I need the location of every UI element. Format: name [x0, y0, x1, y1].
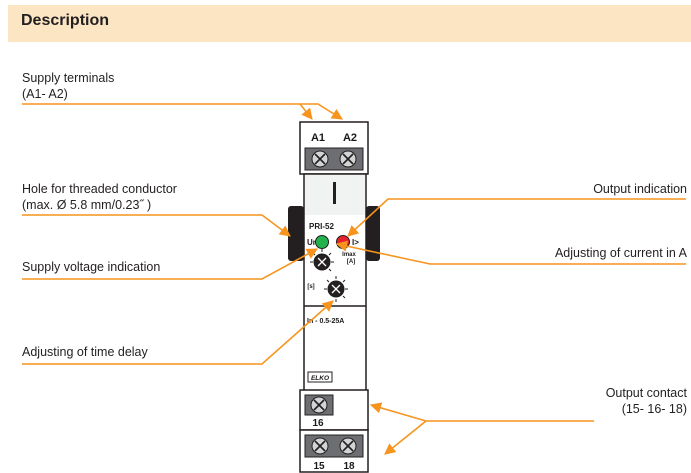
label-supply-terminals: Supply terminals (A1- A2) [22, 70, 114, 102]
led-green-icon [315, 235, 329, 249]
label-output-contact-line1: Output contact [605, 386, 687, 400]
dial2-unit: [s] [307, 284, 314, 290]
din-clip-left [288, 206, 304, 261]
label-hole-conductor: Hole for threaded conductor (max. Ø 5.8 … [22, 181, 177, 213]
leader-current [335, 240, 686, 265]
label-output-contact: Output contact (15- 16- 18) [606, 385, 687, 417]
terminal-16-label: 16 [312, 418, 324, 429]
terminal-15-label: 15 [313, 461, 325, 472]
label-time-delay: Adjusting of time delay [22, 345, 148, 359]
label-supply-voltage: Supply voltage indication [22, 260, 161, 274]
led-un-label: Un [307, 238, 318, 247]
section-title: Description [21, 12, 110, 29]
screw-icon [339, 437, 357, 455]
indicator-slot [333, 182, 336, 204]
relay-device: A1 A2 PRI-52 Un I> Imax [A] [288, 121, 380, 473]
label-hole-conductor-line2: (max. Ø 5.8 mm/0.23˝ ) [22, 198, 152, 212]
leader-output-indication [347, 198, 686, 237]
model-label: PRI-52 [309, 222, 334, 231]
screw-icon [339, 150, 357, 168]
label-current-adjust: Adjusting of current in A [554, 246, 687, 260]
dial1-unit-bottom: [A] [347, 259, 355, 265]
screw-icon [311, 150, 329, 168]
screw-icon [310, 396, 328, 414]
label-output-indication: Output indication [593, 182, 687, 196]
led-i-label: I> [352, 238, 359, 247]
brand-logo [307, 371, 333, 383]
time-dial: [s] [307, 276, 348, 302]
leader-lines [22, 103, 686, 455]
leader-supply-voltage [22, 248, 318, 280]
terminal-18-label: 18 [343, 461, 355, 472]
label-supply-terminals-line1: Supply terminals [22, 71, 115, 85]
din-clip-right [366, 206, 380, 261]
leader-time-delay [22, 300, 334, 365]
screw-icon [311, 437, 329, 455]
section-header: Description [8, 5, 691, 42]
range-label: In - 0.5-25A [307, 318, 344, 325]
dial1-unit-top: Imax [342, 252, 356, 258]
leader-hole [22, 214, 291, 237]
terminal-a2-label: A2 [343, 132, 357, 144]
label-hole-conductor-line1: Hole for threaded conductor [22, 182, 177, 196]
label-supply-terminals-line2: (A1- A2) [22, 87, 68, 101]
leader-supply-a1 [22, 103, 313, 120]
leader-supply-a2 [300, 103, 343, 120]
terminal-a1-label: A1 [311, 132, 325, 144]
leader-output-16 [369, 402, 594, 422]
label-output-contact-line2: (15- 16- 18) [621, 402, 687, 416]
brand-logo-text: ELKO [311, 375, 329, 382]
leader-output-15-18 [384, 420, 427, 455]
